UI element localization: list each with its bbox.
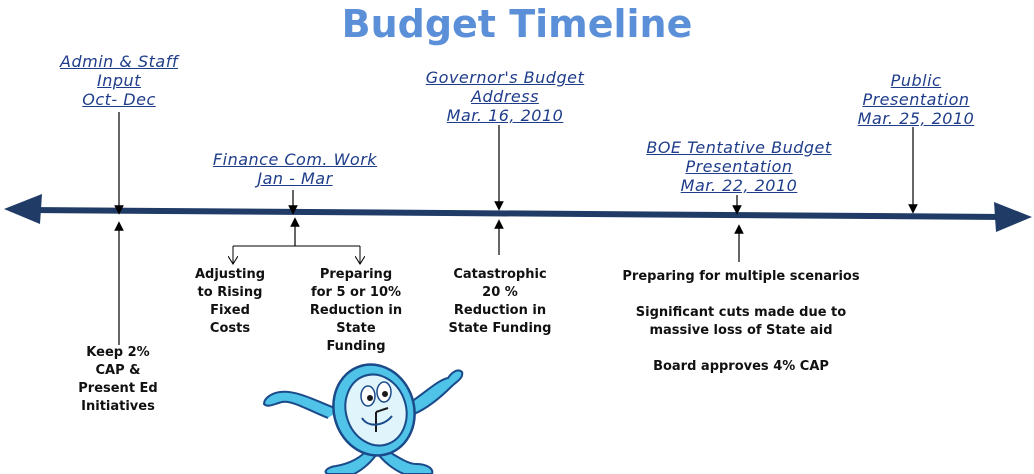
running-clock-mascot-icon	[262, 363, 464, 474]
timeline-axis	[4, 194, 1032, 232]
event-public-presentation: Public Presentation Mar. 25, 2010	[857, 71, 975, 128]
note-preparing-reduction: Preparing for 5 or 10% Reduction in Stat…	[309, 267, 403, 354]
event-admin-staff-input: Admin & Staff Input Oct- Dec	[60, 52, 178, 109]
note-catastrophic-reduction: Catastrophic 20 % Reduction in State Fun…	[448, 267, 552, 336]
note-boe-scenarios: Preparing for multiple scenarios Signifi…	[622, 269, 860, 374]
note-keep-cap: Keep 2% CAP & Present Ed Initiatives	[78, 345, 158, 414]
event-boe-tentative-budget: BOE Tentative Budget Presentation Mar. 2…	[646, 138, 832, 195]
right-arrowhead	[994, 202, 1032, 232]
page-title: Budget Timeline	[341, 2, 693, 46]
left-arrowhead	[4, 194, 42, 224]
note-adjusting-costs: Adjusting to Rising Fixed Costs	[194, 267, 266, 336]
event-governors-budget: Governor's Budget Address Mar. 16, 2010	[425, 68, 585, 125]
event-finance-committee: Finance Com. Work Jan - Mar	[212, 150, 378, 188]
split-bracket	[233, 245, 360, 264]
